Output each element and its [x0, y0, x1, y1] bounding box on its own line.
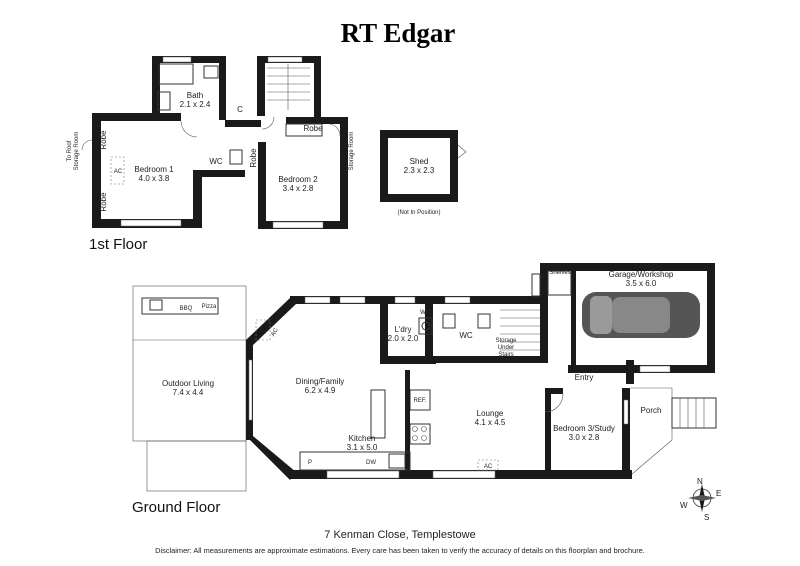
dishwasher-label: DW	[366, 460, 376, 466]
robe-label-top: Robe	[99, 130, 108, 150]
svg-text:N: N	[697, 477, 703, 486]
svg-text:S: S	[704, 513, 709, 522]
svg-text:Kitchen: Kitchen	[349, 434, 376, 443]
car-icon	[582, 292, 700, 338]
svg-text:To Roof: To Roof	[342, 140, 348, 161]
svg-text:6.2 x 4.9: 6.2 x 4.9	[305, 386, 336, 395]
svg-text:E: E	[716, 489, 721, 498]
address-text: 7 Kenman Close, Templestowe	[324, 529, 475, 541]
wc-label: WC	[209, 157, 223, 166]
svg-text:W: W	[680, 501, 688, 510]
svg-text:Bedroom 3/Study: Bedroom 3/Study	[553, 424, 615, 433]
storage-under-stairs-label: Storage Under Stairs	[495, 338, 517, 358]
ground-floor-title: Ground Floor	[132, 499, 220, 516]
pantry-label: P	[308, 460, 312, 466]
lounge-label: Lounge 4.1 x 4.5	[475, 409, 506, 427]
closet-label-ground: C	[426, 346, 431, 352]
porch-label: Porch	[641, 406, 662, 415]
bbq-label: BBQ	[180, 306, 193, 312]
svg-text:Garage/Workshop: Garage/Workshop	[609, 270, 674, 279]
roof-storage-left-label: To Roof Storage Room	[67, 132, 80, 171]
compass-icon: N E S W	[680, 477, 721, 522]
svg-text:Under: Under	[498, 345, 514, 351]
svg-text:Outdoor Living: Outdoor Living	[162, 379, 214, 388]
svg-text:3.4 x 2.8: 3.4 x 2.8	[283, 184, 314, 193]
roof-storage-right-label: To Roof Storage Room	[342, 132, 355, 171]
svg-text:2.1 x 2.4: 2.1 x 2.4	[180, 100, 211, 109]
laundry-label: L'dry 2.0 x 2.0	[388, 325, 419, 343]
svg-text:Bedroom 1: Bedroom 1	[134, 165, 174, 174]
robe-label-bed2: Robe	[249, 148, 258, 168]
fridge-label: REF.	[413, 398, 426, 404]
svg-text:L'dry: L'dry	[394, 325, 411, 334]
svg-text:Shed: Shed	[410, 157, 429, 166]
bedroom1-label: Bedroom 1 4.0 x 3.8	[134, 165, 174, 183]
shed-note: (Not In Position)	[397, 210, 440, 216]
svg-text:4.1 x 4.5: 4.1 x 4.5	[475, 418, 506, 427]
bedroom2-label: Bedroom 2 3.4 x 2.8	[278, 175, 318, 193]
svg-text:Storage Room: Storage Room	[74, 132, 80, 171]
svg-text:To Roof: To Roof	[67, 140, 73, 161]
brand-logo: RT Edgar	[341, 18, 456, 48]
shelves-label: Shelves	[549, 270, 570, 276]
svg-text:Dining/Family: Dining/Family	[296, 377, 344, 386]
pizza-label: Pizza	[202, 304, 217, 310]
garage-label: Garage/Workshop 3.5 x 6.0	[609, 270, 674, 288]
svg-text:3.5 x 6.0: 3.5 x 6.0	[626, 279, 657, 288]
ac-label-lounge: AC	[484, 464, 493, 470]
bedroom3-study-label: Bedroom 3/Study 3.0 x 2.8	[553, 424, 615, 442]
first-floor-title: 1st Floor	[89, 236, 147, 253]
shed-label: Shed 2.3 x 2.3	[404, 157, 435, 175]
svg-text:Stairs: Stairs	[498, 352, 513, 358]
svg-text:2.0 x 2.0: 2.0 x 2.0	[388, 334, 419, 343]
svg-text:2.3 x 2.3: 2.3 x 2.3	[404, 166, 435, 175]
disclaimer-text: Disclaimer: All measurements are approxi…	[155, 546, 645, 555]
robe-label-right: Robe	[303, 124, 323, 133]
svg-text:4.0 x 3.8: 4.0 x 3.8	[139, 174, 170, 183]
first-floor-plan	[81, 56, 348, 229]
entry-label: Entry	[575, 373, 594, 382]
svg-text:Bedroom 2: Bedroom 2	[278, 175, 318, 184]
ac-label-dining: AC	[270, 327, 280, 338]
svg-text:3.0 x 2.8: 3.0 x 2.8	[569, 433, 600, 442]
bath-label: Bath 2.1 x 2.4	[180, 91, 211, 109]
shed-plan	[380, 130, 467, 202]
svg-text:Storage: Storage	[495, 338, 517, 344]
closet-label: C	[237, 105, 243, 114]
outdoor-living-label: Outdoor Living 7.4 x 4.4	[162, 379, 214, 397]
washer-dryer-label: W/D	[420, 310, 432, 316]
wc-label-ground: WC	[459, 331, 473, 340]
svg-text:7.4 x 4.4: 7.4 x 4.4	[173, 388, 204, 397]
ground-floor-plan	[132, 263, 717, 492]
svg-text:3.1 x 5.0: 3.1 x 5.0	[347, 443, 378, 452]
svg-text:Storage Room: Storage Room	[349, 132, 355, 171]
svg-text:Bath: Bath	[187, 91, 203, 100]
kitchen-label: Kitchen 3.1 x 5.0	[347, 434, 378, 452]
robe-label-bottom: Robe	[99, 192, 108, 212]
svg-text:Lounge: Lounge	[477, 409, 504, 418]
ac-label-first: AC	[114, 169, 123, 175]
dining-family-label: Dining/Family 6.2 x 4.9	[296, 377, 344, 395]
